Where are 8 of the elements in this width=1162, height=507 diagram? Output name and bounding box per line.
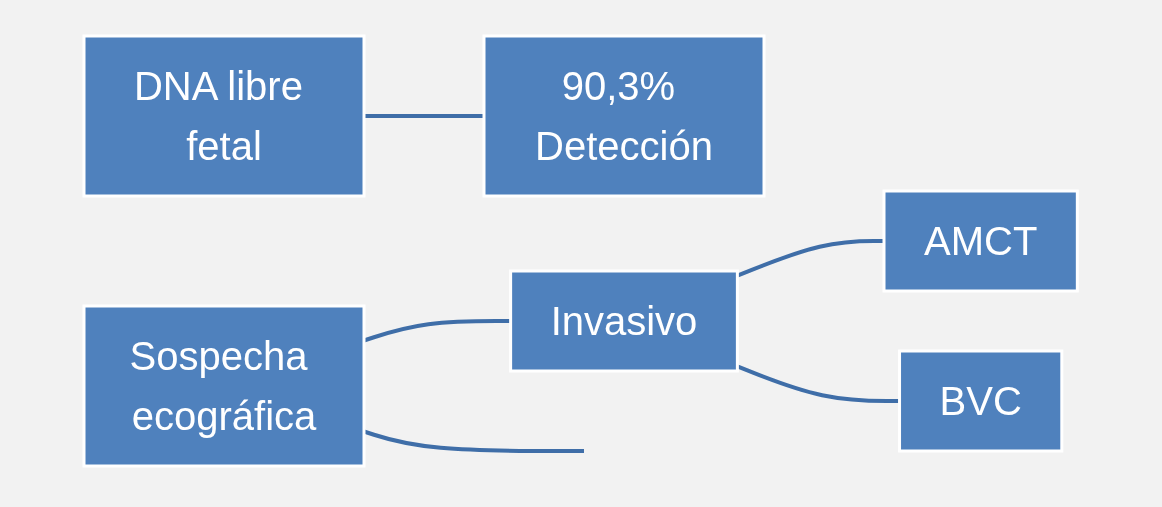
connector: [364, 114, 485, 118]
node-box: Invasivo: [509, 269, 740, 373]
node-box: DNA libre fetal: [82, 34, 366, 198]
node-box: Sospecha ecográfica: [82, 304, 366, 468]
connector: [736, 364, 900, 403]
node-box: AMCT: [882, 189, 1080, 293]
node-box: BVC: [898, 349, 1064, 453]
node-box: 90,3% Detección: [482, 34, 766, 198]
